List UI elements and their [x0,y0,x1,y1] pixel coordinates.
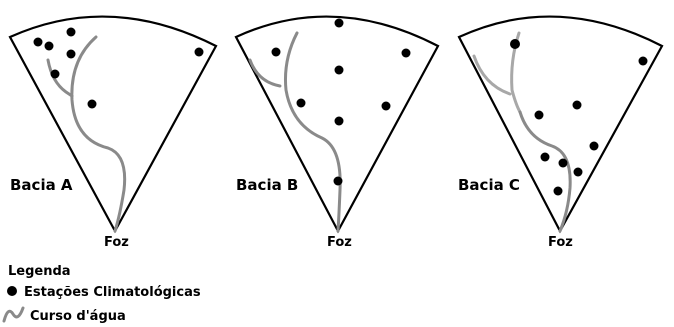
basin-a-river [70,35,127,233]
basin-c-river-tributary [472,54,512,96]
basin-a-station [66,27,76,37]
basin-c-station [510,39,520,49]
basin-b-station [334,18,344,28]
basin-b-station [333,176,343,186]
basin-c-station [589,141,599,151]
basin-c-station [534,110,544,120]
basin-c: Bacia C Foz [457,15,664,250]
basin-b-station [401,48,411,58]
basin-a-station [44,41,54,51]
basin-b: Bacia B Foz [234,15,440,250]
legend-title: Legenda [8,264,71,279]
basin-a-river-tributary [46,58,74,98]
basin-c-station [573,167,583,177]
basin-b-outlet-label: Foz [327,235,352,250]
basin-a-outlet-label: Foz [104,235,129,250]
basin-c-river [518,110,572,233]
basin-b-label: Bacia B [236,176,298,194]
basin-a-station [66,49,76,59]
basin-b-station [271,47,281,57]
basin-c-station [553,186,563,196]
legend-station-label: Estações Climatológicas [24,285,201,300]
basin-c-outlet-label: Foz [548,235,573,250]
basin-b-station [296,98,306,108]
basin-a: Bacia A Foz [8,15,218,250]
legend-river-icon [2,306,25,323]
basin-b-station [381,101,391,111]
basin-c-outline [457,15,664,234]
basin-b-station [334,116,344,126]
basin-a-station [87,99,97,109]
basin-c-station [638,56,648,66]
basin-c-river-upper [510,31,522,114]
basin-a-station [194,47,204,57]
basin-a-station [33,37,43,47]
basin-c-label: Bacia C [458,176,520,194]
basin-c-station [572,100,582,110]
legend-river-label: Curso d'água [30,309,126,324]
legend: Legenda Estações Climatológicas Curso d'… [2,264,201,324]
basin-c-station [540,152,550,162]
basin-b-station [334,65,344,75]
basin-a-outline [8,15,218,234]
basin-a-label: Bacia A [10,176,73,194]
basin-c-station [558,158,568,168]
basin-a-station [50,69,60,79]
basin-b-river [284,31,342,233]
legend-station-icon [7,286,17,296]
basin-b-river-tributary [248,58,282,88]
